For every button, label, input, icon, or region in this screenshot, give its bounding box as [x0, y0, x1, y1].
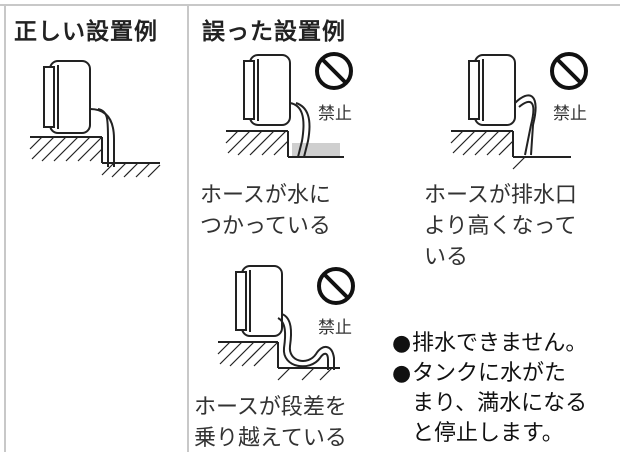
prohibited-sign [550, 52, 588, 90]
warning-notes: ● 排水できません。 ● タンクに水がた まり、満水になる と停止します。 [392, 329, 618, 449]
hose-over-step-caption: ホースが段差を 乗り越えている [194, 395, 347, 451]
wrong-example-heading: 誤った設置例 [202, 19, 346, 45]
note-no-drain: ● 排水できません。 [392, 329, 618, 359]
correct-example-heading: 正しい設置例 [14, 19, 158, 45]
correct-example-figure [29, 60, 161, 178]
hose-in-water-figure [225, 52, 353, 158]
prohibited-label: 禁止 [318, 318, 352, 338]
prohibited-sign [317, 267, 355, 305]
prohibited-label: 禁止 [318, 104, 352, 124]
bullet-icon: ● [392, 361, 412, 386]
column-divider [187, 4, 189, 452]
left-rule [4, 4, 6, 452]
hose-in-water-caption: ホースが水に つかっている [200, 183, 331, 239]
prohibited-label: 禁止 [553, 104, 587, 124]
bullet-icon: ● [392, 331, 412, 356]
note-tank-full: ● タンクに水がた まり、満水になる と停止します。 [392, 359, 618, 449]
top-rule [0, 4, 620, 6]
prohibited-sign [315, 52, 353, 90]
hose-higher-figure [450, 52, 588, 170]
hose-higher-caption: ホースが排水口 より高くなって いる [424, 183, 577, 270]
hose-over-step-figure [217, 265, 355, 381]
